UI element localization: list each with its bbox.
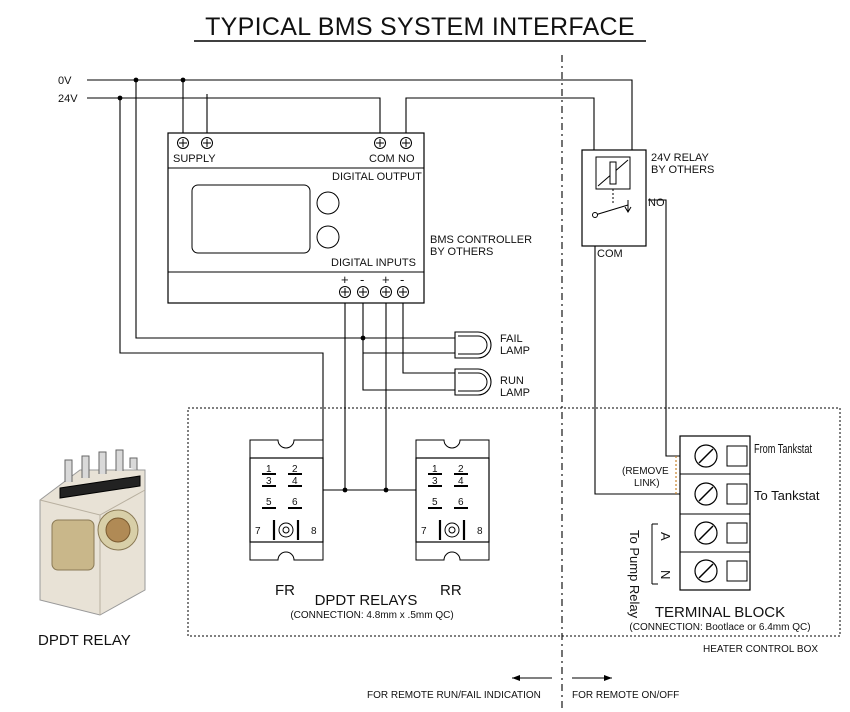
junctions bbox=[117, 77, 389, 493]
fr-pin-5: 5 bbox=[266, 497, 272, 508]
com-label: COM bbox=[369, 153, 395, 165]
rail-24v-label: 24V bbox=[58, 93, 78, 105]
input-2-plus: + bbox=[382, 272, 390, 287]
controller-name-line1: BMS CONTROLLER bbox=[430, 234, 532, 246]
dpdt-connection-label: (CONNECTION: 4.8mm x .5mm QC) bbox=[290, 610, 453, 621]
fr-label: FR bbox=[275, 582, 295, 599]
controller-name-line2: BY OTHERS bbox=[430, 246, 493, 258]
run-lamp bbox=[454, 368, 492, 396]
relay-rr bbox=[415, 439, 490, 561]
relay-24v bbox=[581, 149, 647, 247]
remote-on-off-label: FOR REMOTE ON/OFF bbox=[572, 690, 679, 701]
footer-arrows bbox=[512, 675, 612, 681]
rail-0v-label: 0V bbox=[58, 75, 72, 87]
relay-24v-line1: 24V RELAY bbox=[651, 152, 710, 164]
fail-lamp-line1: FAIL bbox=[500, 333, 523, 345]
dpdt-relay-illustration bbox=[39, 449, 146, 616]
rr-pin-6: 6 bbox=[458, 497, 464, 508]
run-lamp-line2: LAMP bbox=[500, 387, 530, 399]
relay-24v-no: NO bbox=[648, 197, 665, 209]
bms-controller: SUPPLY COM NO DIGITAL OUTPUT DIGITAL INP… bbox=[167, 132, 425, 304]
remote-section-box bbox=[187, 407, 841, 637]
rr-pin-5: 5 bbox=[432, 497, 438, 508]
wires bbox=[87, 79, 680, 495]
run-lamp-line1: RUN bbox=[500, 375, 524, 387]
from-tankstat-label: From Tankstat bbox=[754, 441, 812, 456]
fr-pin-1: 1 bbox=[266, 464, 272, 475]
fail-lamp-line2: LAMP bbox=[500, 345, 530, 357]
controller-button-bottom bbox=[316, 225, 340, 249]
fr-pin-8: 8 bbox=[311, 526, 317, 537]
pump-a-label: A bbox=[658, 532, 673, 541]
terminal-block-connection: (CONNECTION: Bootlace or 6.4mm QC) bbox=[629, 622, 810, 633]
input-1-plus: + bbox=[341, 272, 349, 287]
no-label: NO bbox=[398, 153, 415, 165]
pump-n-label: N bbox=[658, 570, 673, 579]
supply-label: SUPPLY bbox=[173, 153, 216, 165]
fail-lamp bbox=[454, 331, 492, 359]
rr-pin-7: 7 bbox=[421, 526, 427, 537]
dpdt-relays-label: DPDT RELAYS bbox=[315, 592, 418, 609]
dpdt-relay-photo-label: DPDT RELAY bbox=[38, 632, 131, 649]
supply-terminals bbox=[177, 137, 412, 149]
digital-output-label: DIGITAL OUTPUT bbox=[332, 171, 422, 183]
terminal-block bbox=[675, 435, 751, 591]
diagram-title: TYPICAL BMS SYSTEM INTERFACE bbox=[205, 13, 635, 41]
rr-pin-1: 1 bbox=[432, 464, 438, 475]
fr-pin-6: 6 bbox=[292, 497, 298, 508]
heater-control-box-label: HEATER CONTROL BOX bbox=[703, 644, 818, 655]
terminal-block-label: TERMINAL BLOCK bbox=[655, 604, 785, 621]
fr-pin-3: 3 bbox=[266, 476, 272, 487]
fr-pin-2: 2 bbox=[292, 464, 298, 475]
rr-pin-2: 2 bbox=[458, 464, 464, 475]
rr-pin-8: 8 bbox=[477, 526, 483, 537]
relay-24v-line2: BY OTHERS bbox=[651, 164, 714, 176]
fr-pin-7: 7 bbox=[255, 526, 261, 537]
digital-inputs-label: DIGITAL INPUTS bbox=[331, 257, 416, 269]
remove-link-line1: (REMOVE bbox=[622, 466, 669, 477]
input-1-minus: - bbox=[360, 272, 364, 287]
controller-button-top bbox=[316, 191, 340, 215]
rr-pin-4: 4 bbox=[458, 476, 464, 487]
relay-24v-com: COM bbox=[597, 248, 623, 260]
to-tankstat-label: To Tankstat bbox=[754, 488, 820, 503]
remove-link-line2: LINK) bbox=[634, 478, 660, 489]
pump-relay-label: To Pump Relay bbox=[627, 530, 642, 619]
relay-fr bbox=[249, 439, 324, 561]
controller-display bbox=[191, 184, 311, 254]
input-2-minus: - bbox=[400, 272, 404, 287]
input-terminals bbox=[339, 286, 409, 298]
rr-pin-3: 3 bbox=[432, 476, 438, 487]
remote-run-fail-label: FOR REMOTE RUN/FAIL INDICATION bbox=[367, 690, 541, 701]
rr-label: RR bbox=[440, 582, 462, 599]
fr-pin-4: 4 bbox=[292, 476, 298, 487]
